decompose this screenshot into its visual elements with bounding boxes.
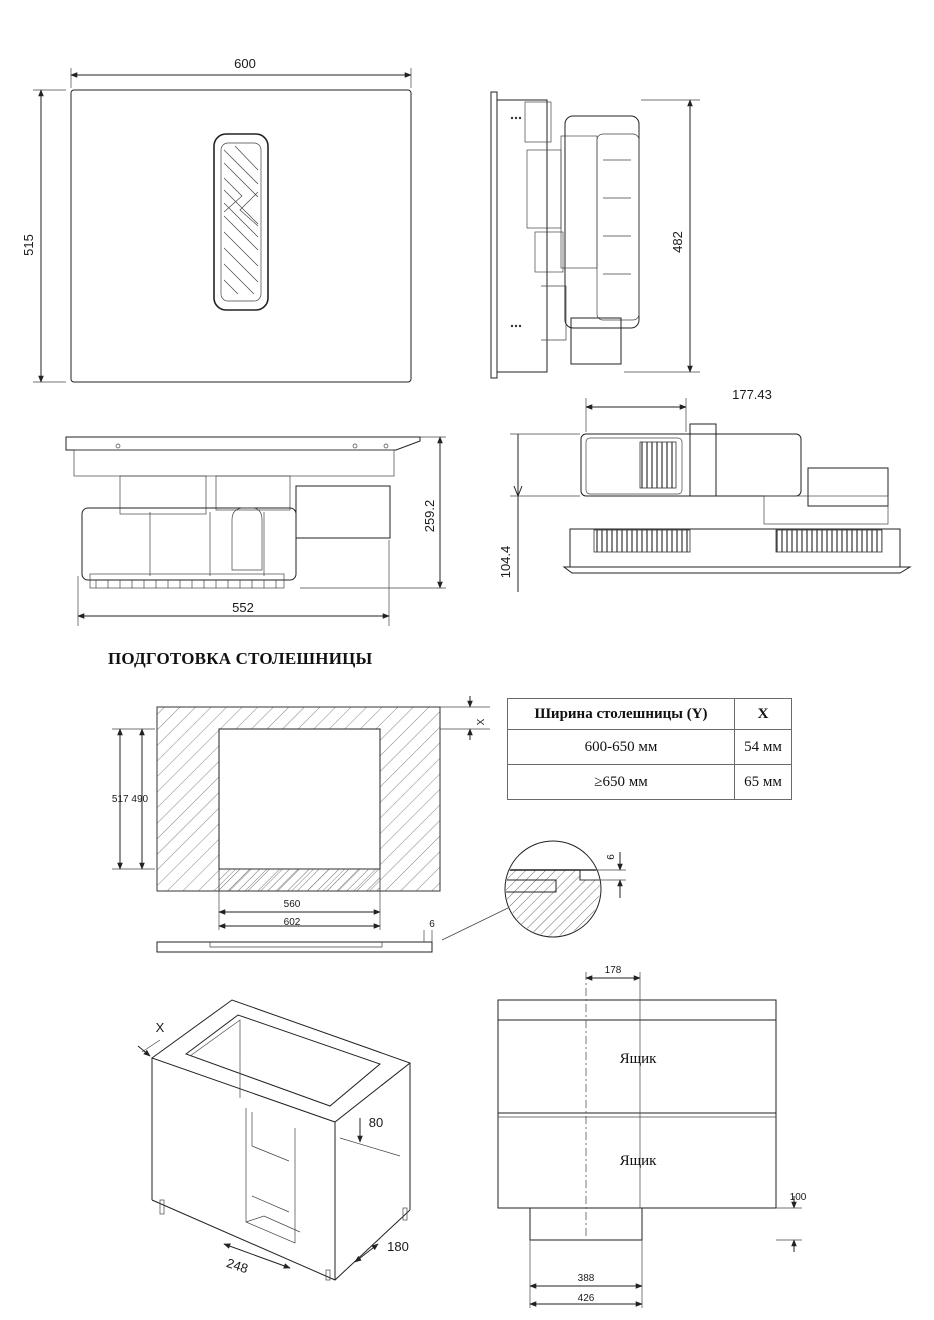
cabinet-duct-offset: 80 xyxy=(369,1115,383,1130)
cabinet-front-body xyxy=(497,999,777,1209)
table-cell: 65 мм xyxy=(734,764,792,800)
worktop-cutout-plan: X 517 490 560 602 6 xyxy=(112,696,509,953)
cabinet-isometric: X 80 180 248 xyxy=(137,999,412,1281)
hob-outline xyxy=(70,89,412,383)
table-header: X xyxy=(734,698,792,730)
vent-grille-inner xyxy=(220,142,262,302)
side-view: 482 xyxy=(490,91,700,379)
profile-duct-housing xyxy=(580,433,802,497)
table-cell: 600-650 мм xyxy=(507,729,735,765)
profile-view: 177.43 104.4 xyxy=(498,387,912,592)
table-row: ≥650 мм 65 мм xyxy=(507,764,792,800)
cabinet-front-duct-width: 178 xyxy=(605,965,622,976)
cabinet-duct-width: 248 xyxy=(225,1255,250,1276)
drawer-label-lower: Ящик xyxy=(620,1153,658,1169)
cutout-outer-width: 602 xyxy=(284,917,301,928)
front-glass-top xyxy=(65,436,421,451)
rebate-detail: 6 xyxy=(504,840,626,938)
vent-grille-frame xyxy=(213,133,269,311)
profile-height-dim: 104.4 xyxy=(498,546,513,579)
cutout-depth-dims: 517 490 xyxy=(112,794,149,805)
table-row: 600-650 мм 54 мм xyxy=(507,729,792,765)
rebate-dim: 6 xyxy=(606,854,617,860)
worktop-lip-dim: 6 xyxy=(429,919,435,930)
worktop-spec-table: Ширина столешницы (Y) X 600-650 мм 54 мм… xyxy=(507,698,792,800)
profile-top-dim: 177.43 xyxy=(732,387,772,402)
cutout-x-dim: X xyxy=(476,718,487,725)
table-header-row: Ширина столешницы (Y) X xyxy=(507,698,792,730)
cabinet-front-inner-width: 388 xyxy=(578,1273,595,1284)
cutout-inner-width: 560 xyxy=(284,899,301,910)
drawer-label-upper: Ящик xyxy=(620,1051,658,1067)
side-motor-housing xyxy=(564,115,640,329)
vent-grille-slats xyxy=(223,145,259,295)
top-width-dim: 600 xyxy=(234,56,256,71)
table-cell: ≥650 мм xyxy=(507,764,735,800)
cabinet-front-outer-width: 426 xyxy=(578,1293,595,1304)
top-depth-dim: 515 xyxy=(21,234,36,256)
cabinet-duct-depth: 180 xyxy=(387,1239,409,1254)
table-header: Ширина столешницы (Y) xyxy=(507,698,735,730)
front-height-dim: 259.2 xyxy=(422,500,437,533)
front-motor-housing xyxy=(81,507,297,581)
cabinet-front: 178 Ящик Ящик 100 388 426 xyxy=(497,965,807,1308)
worktop-section xyxy=(156,941,433,953)
side-glass-top xyxy=(490,91,498,379)
cabinet-x-dim: X xyxy=(156,1020,165,1035)
front-view: 259.2 552 xyxy=(65,436,446,626)
side-height-dim: 482 xyxy=(670,231,685,253)
table-cell: 54 мм xyxy=(734,729,792,765)
front-width-dim: 552 xyxy=(232,600,254,615)
section-title: ПОДГОТОВКА СТОЛЕШНИЦЫ xyxy=(108,649,373,668)
plinth-height-dim: 100 xyxy=(790,1192,807,1203)
top-view: 600 515 xyxy=(21,56,412,383)
